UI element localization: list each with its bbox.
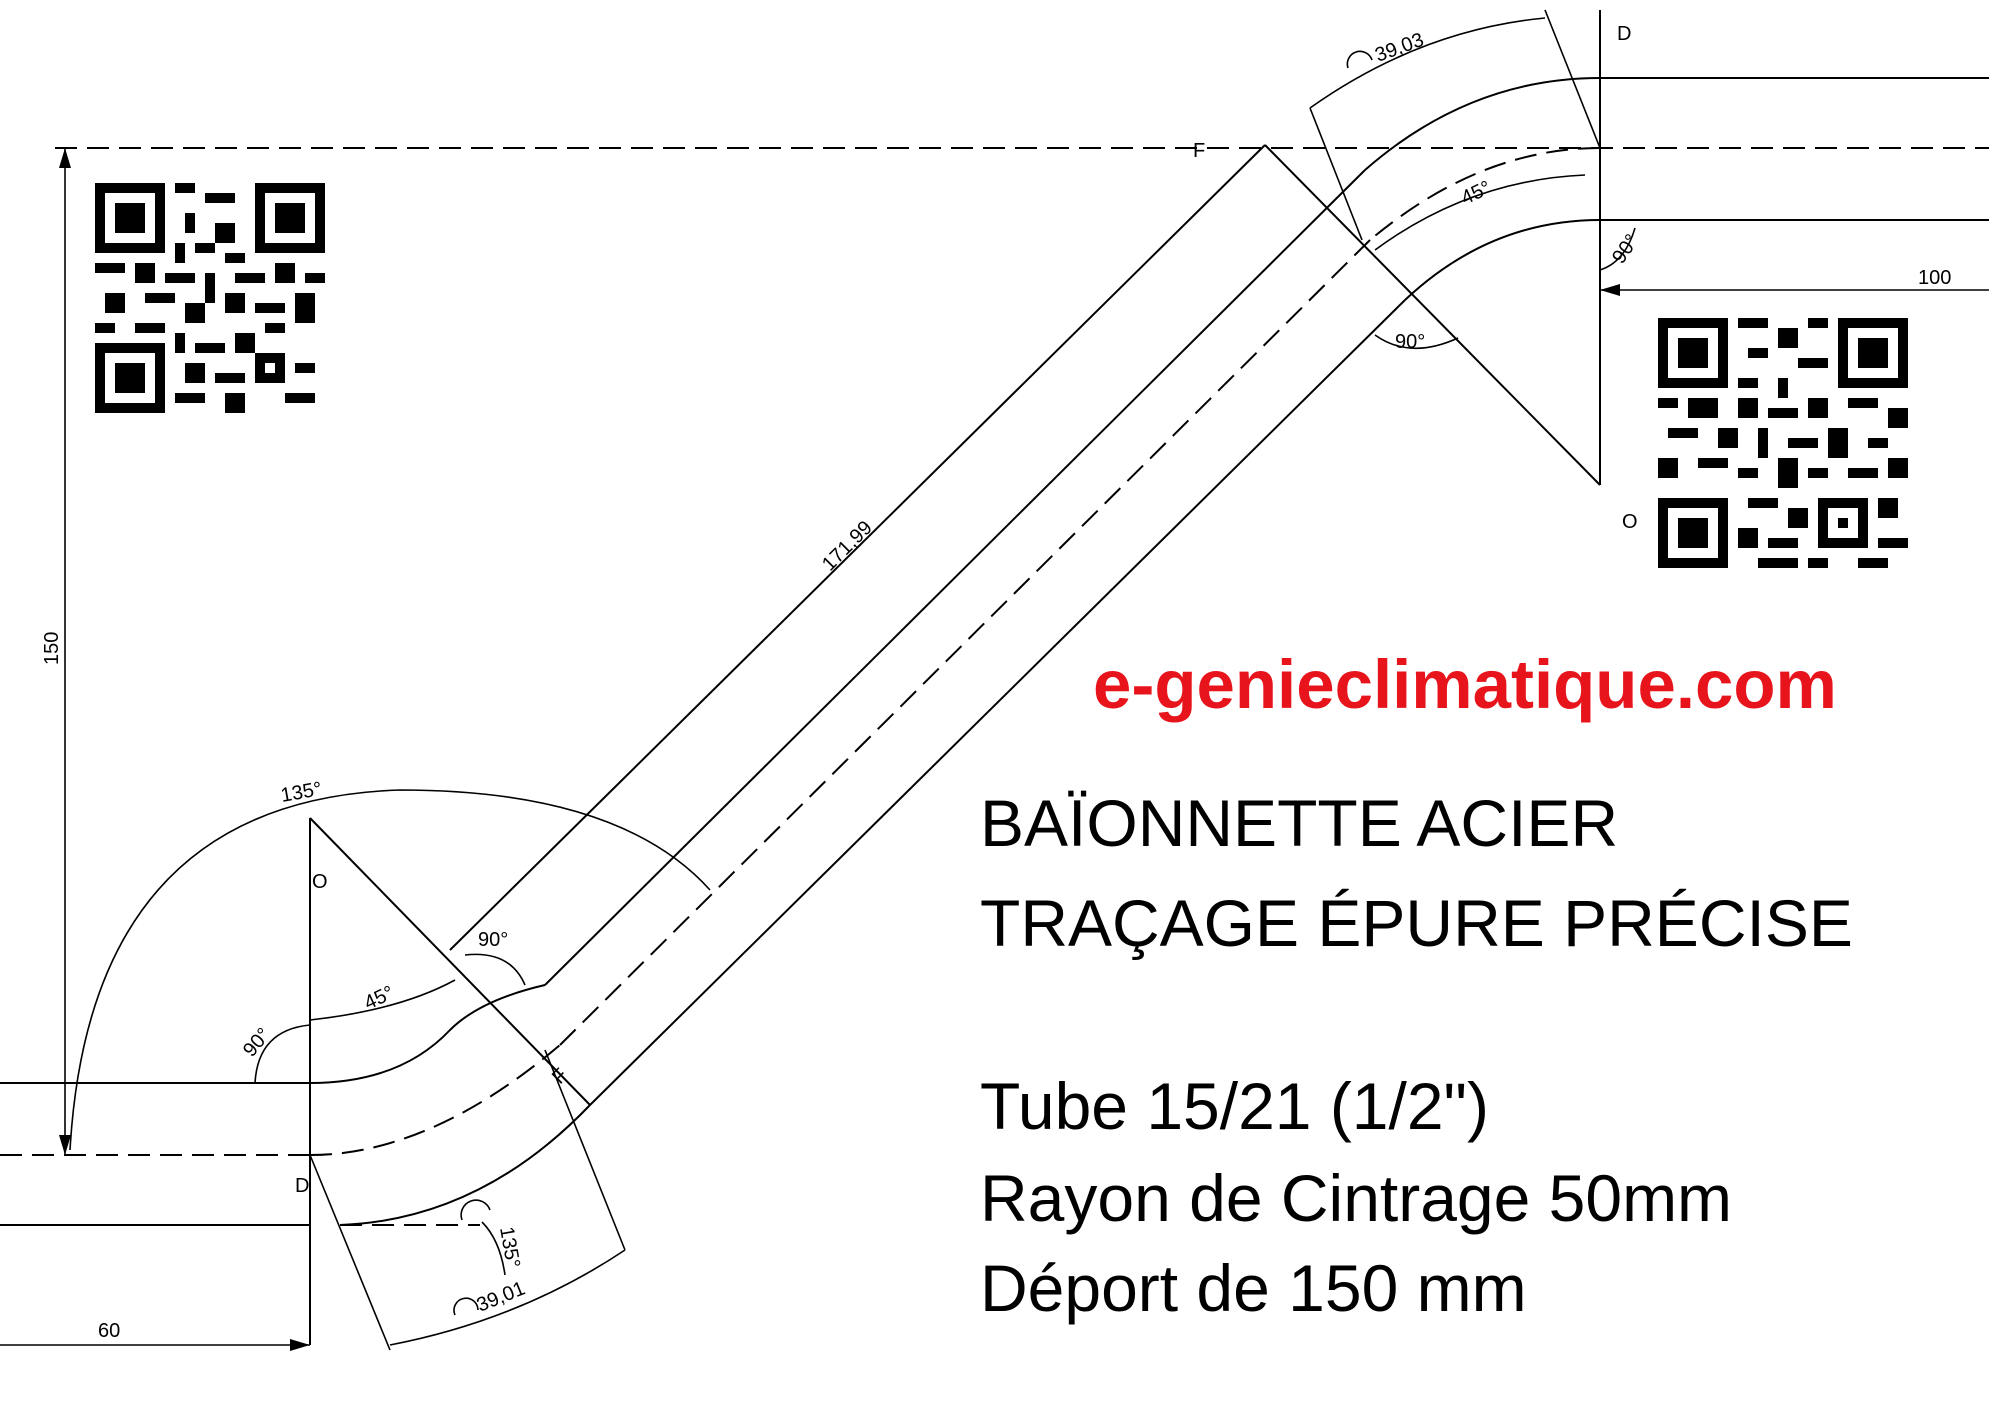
spec-line-1: Tube 15/21 (1/2") (980, 1069, 1489, 1143)
top-arc-chord-2 (1309, 107, 1363, 241)
bottom-arc-symbol-2 (460, 1199, 491, 1221)
top-arc-dimension-label: 39,03 (1372, 29, 1427, 67)
left-dimension-label: 60 (98, 1320, 120, 1342)
left-dim-arrow (290, 1339, 310, 1351)
bottom-bend-inner (339, 1104, 591, 1226)
bottom-90-arc-b (464, 953, 526, 986)
straight-length-label: 171,99 (818, 517, 877, 576)
bottom-135-label: 135° (279, 778, 324, 807)
top-arc-symbol (1346, 50, 1373, 69)
bottom-45-arc (309, 979, 456, 1021)
offset-arrow-top (59, 148, 71, 168)
bottom-arc-chord (309, 1154, 391, 1351)
bottom-90-arc-a (254, 1024, 311, 1084)
offset-arrow-bottom (59, 1135, 71, 1155)
right-dim-arrow (1600, 284, 1620, 296)
top-45-label: 45° (1458, 177, 1495, 210)
diagonal-tube-outer (449, 144, 1266, 951)
bottom-bend-outer (309, 984, 546, 1084)
top-radial-line (1264, 144, 1601, 486)
bottom-radial-line (309, 817, 591, 1106)
title-line-1: BAÏONNETTE ACIER (980, 786, 1619, 860)
bottom-arc-dimension-label: 39,01 (474, 1277, 529, 1316)
spec-line-3: Déport de 150 mm (980, 1251, 1527, 1325)
diagonal-tube-mid (544, 169, 1366, 986)
bottom-point-O: O (312, 871, 328, 893)
bottom-arc-dimension (389, 1249, 626, 1346)
qr-code-top-left (95, 183, 325, 413)
top-arc-dimension (1309, 17, 1546, 109)
top-90-arc-b (1374, 334, 1459, 350)
top-bend-inner (1404, 219, 1601, 301)
bottom-135-label-b: 135° (495, 1225, 524, 1270)
bottom-arc-symbol (453, 1297, 479, 1316)
top-45-arc (1374, 174, 1586, 251)
qr-code-right (1658, 318, 1908, 568)
bottom-45-label: 45° (361, 982, 398, 1015)
bottom-135-arc-small (481, 1221, 506, 1276)
top-point-D: D (1617, 23, 1631, 45)
top-90-label-b: 90° (1395, 331, 1425, 353)
top-point-O: O (1622, 511, 1638, 533)
offset-dimension-label: 150 (41, 632, 63, 665)
right-dimension-label: 100 (1918, 267, 1951, 289)
bottom-arc-chord-2 (544, 1049, 626, 1251)
title-line-2: TRAÇAGE ÉPURE PRÉCISE (980, 886, 1853, 960)
diagonal-tube-inner (589, 299, 1406, 1106)
top-90-arc-a (1599, 227, 1636, 271)
bottom-90-label-b: 90° (478, 929, 508, 951)
top-bend-outer (1364, 77, 1601, 171)
top-point-F: F (1193, 140, 1205, 162)
website-label[interactable]: e-genieclimatique.com (1093, 646, 1837, 723)
bottom-135-arc (69, 789, 711, 1151)
spec-line-2: Rayon de Cintrage 50mm (980, 1161, 1733, 1235)
bottom-bend-center (309, 1044, 561, 1156)
bottom-90-label-a: 90° (239, 1024, 275, 1061)
bottom-point-D: D (295, 1175, 309, 1197)
